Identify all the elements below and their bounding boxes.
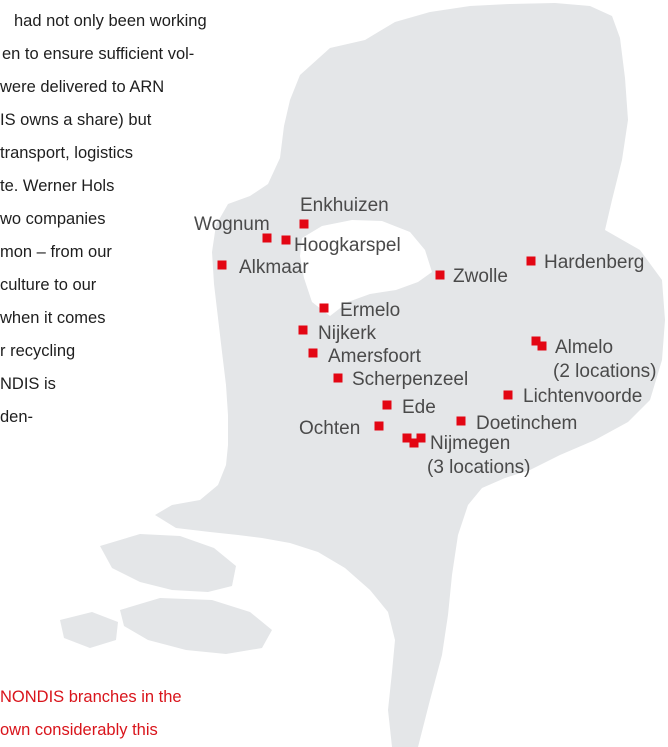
marker-enkhuizen: [299, 219, 309, 229]
city-label-doetinchem: Doetinchem: [476, 413, 577, 434]
article-line: en to ensure sufficient vol-: [2, 45, 195, 63]
marker-scherpenzeel: [333, 373, 343, 383]
marker-hoogkarspel: [281, 235, 291, 245]
city-label-scherpenzeel: Scherpenzeel: [352, 369, 468, 390]
caption-line: NONDIS branches in the: [0, 688, 182, 706]
city-label-nijmegen: Nijmegen: [430, 433, 510, 454]
city-label-hoogkarspel: Hoogkarspel: [294, 235, 401, 256]
marker-amersfoort: [308, 348, 318, 358]
marker-ede: [382, 400, 392, 410]
caption-line: own considerably this: [0, 721, 158, 739]
article-line: mon – from our: [0, 243, 112, 261]
city-label-ede: Ede: [402, 397, 436, 418]
marker-ermelo: [319, 303, 329, 313]
article-line: wo companies: [0, 210, 106, 228]
marker-alkmaar: [217, 260, 227, 270]
marker-nijmegen: [409, 438, 419, 448]
noord-holland-land: [248, 182, 300, 316]
marker-lichtenvoorde: [503, 390, 513, 400]
map-caption: NONDIS branches in the own considerably …: [0, 681, 182, 747]
city-label-alkmaar: Alkmaar: [239, 257, 309, 278]
article-line: were delivered to ARN: [0, 78, 165, 96]
city-label-nijmegen-note: (3 locations): [427, 457, 531, 478]
marker-ochten: [374, 421, 384, 431]
article-line: when it comes: [0, 309, 106, 327]
city-label-zwolle: Zwolle: [453, 266, 508, 287]
zeeland-island: [100, 534, 236, 592]
city-label-almelo-note: (2 locations): [553, 361, 657, 382]
city-label-lichtenvoorde: Lichtenvoorde: [523, 386, 642, 407]
zeeland-island: [60, 612, 118, 648]
city-label-almelo: Almelo: [555, 337, 613, 358]
article-line: culture to our: [0, 276, 97, 294]
city-label-ermelo: Ermelo: [340, 300, 400, 321]
marker-doetinchem: [456, 416, 466, 426]
article-line: NDIS is: [0, 375, 56, 393]
marker-nijmegen: [402, 433, 412, 443]
city-label-wognum: Wognum: [194, 214, 270, 235]
city-label-nijkerk: Nijkerk: [318, 323, 377, 344]
marker-almelo: [537, 341, 547, 351]
marker-hardenberg: [526, 256, 536, 266]
marker-wognum: [262, 233, 272, 243]
city-label-enkhuizen: Enkhuizen: [300, 195, 389, 216]
marker-nijmegen: [416, 433, 426, 443]
article-line: IS owns a share) but: [0, 111, 152, 129]
article-text: had not only been working en to ensure s…: [0, 0, 207, 434]
marker-nijkerk: [298, 325, 308, 335]
city-label-amersfoort: Amersfoort: [328, 346, 422, 367]
article-line: had not only been working: [14, 12, 207, 30]
marker-zwolle: [435, 270, 445, 280]
zeeland-island: [120, 598, 272, 654]
ijsselmeer-water: [300, 220, 432, 316]
article-line: r recycling: [0, 342, 76, 360]
city-label-ochten: Ochten: [299, 418, 360, 439]
article-line: transport, logistics: [0, 144, 133, 162]
article-line: te. Werner Hols: [0, 177, 115, 195]
city-label-hardenberg: Hardenberg: [544, 252, 644, 273]
marker-almelo: [531, 336, 541, 346]
article-line: den-: [0, 408, 34, 426]
